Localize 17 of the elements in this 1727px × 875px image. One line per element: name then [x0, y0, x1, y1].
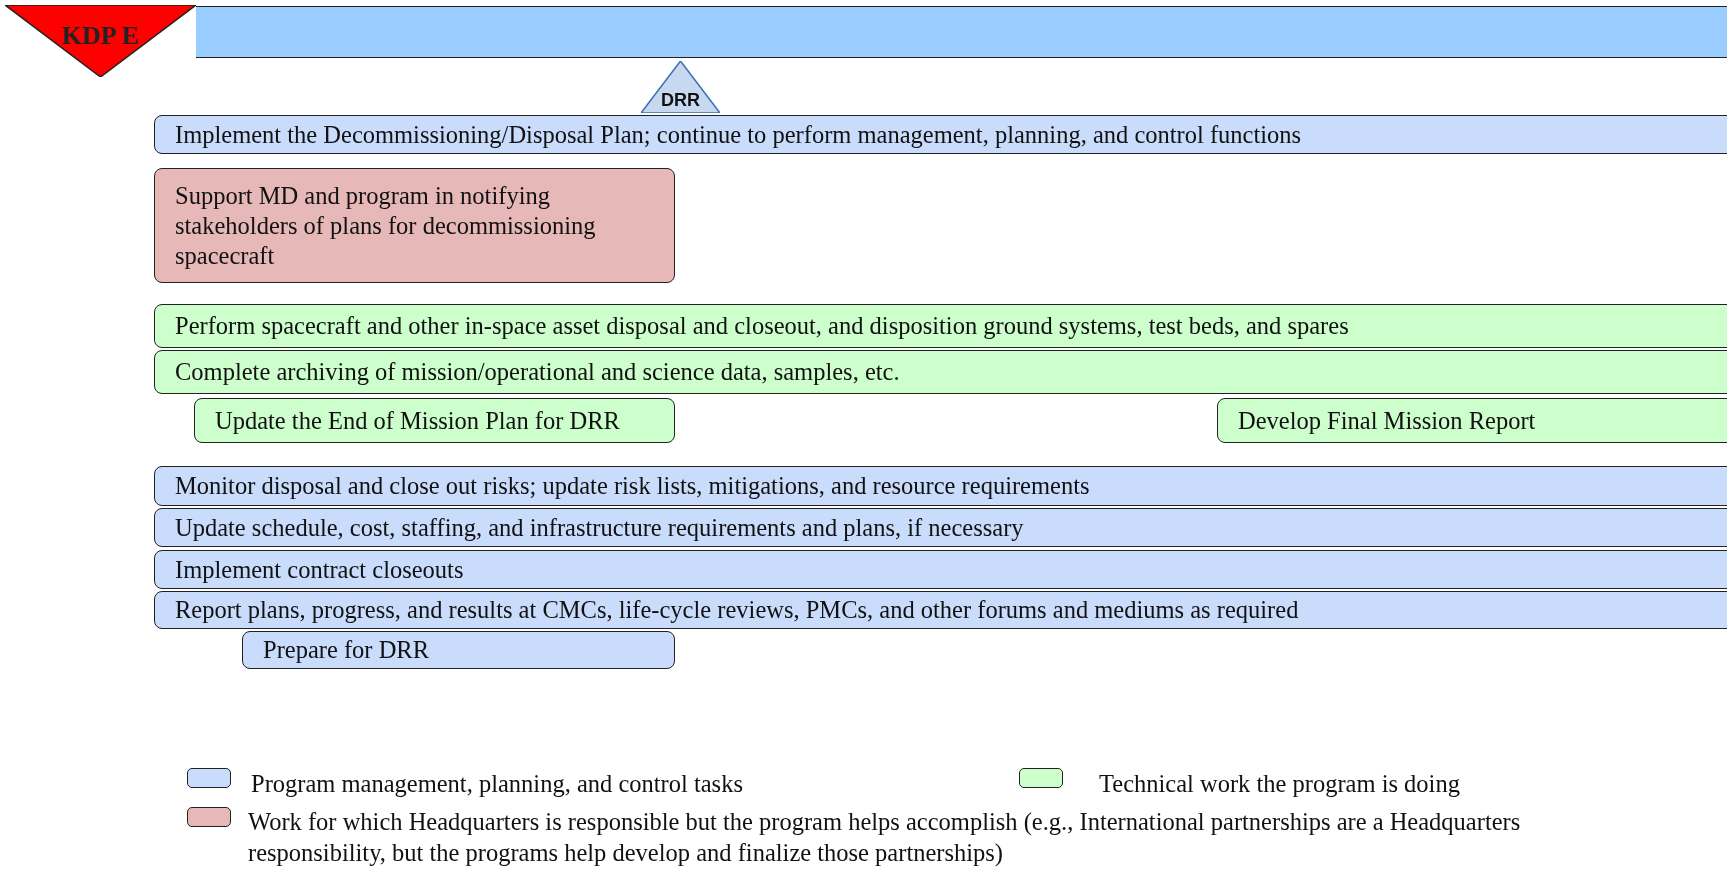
task-bar: Complete archiving of mission/operational and science data, samples, etc.	[154, 350, 1727, 394]
task-bar: Report plans, progress, and results at CMCs, life-cycle reviews, PMCs, and other forums and mediums as required	[154, 591, 1727, 629]
task-bar: Perform spacecraft and other in-space asset disposal and closeout, and disposition ground systems, test beds, and spares	[154, 304, 1727, 348]
task-bar: Monitor disposal and close out risks; update risk lists, mitigations, and resource requirements	[154, 466, 1727, 506]
phase-bar	[196, 6, 1727, 58]
task-bar: Implement contract closeouts	[154, 550, 1727, 589]
legend-text: Technical work the program is doing	[1099, 769, 1461, 799]
review-triangle: DRR	[641, 61, 720, 113]
milestone-triangle: KDP E	[5, 5, 196, 77]
legend-text: Program management, planning, and control tasks	[251, 769, 744, 799]
task-bar: Support MD and program in notifying stakeholders of plans for decommissioning spacecraft	[154, 168, 675, 283]
task-bar: Prepare for DRR	[242, 631, 675, 669]
task-bar: Update the End of Mission Plan for DRR	[194, 398, 675, 443]
task-bar: Update schedule, cost, staffing, and infrastructure requirements and plans, if necessary	[154, 508, 1727, 547]
legend-text: Work for which Headquarters is responsible but the program helps accomplish (e.g., International partnerships are a Headquarters responsibility, but the programs help develop and finalize those partnerships)	[248, 807, 1522, 868]
task-bar: Implement the Decommissioning/Disposal Plan; continue to perform management, planning, and control functions	[154, 115, 1727, 154]
task-bar: Develop Final Mission Report	[1217, 398, 1727, 443]
